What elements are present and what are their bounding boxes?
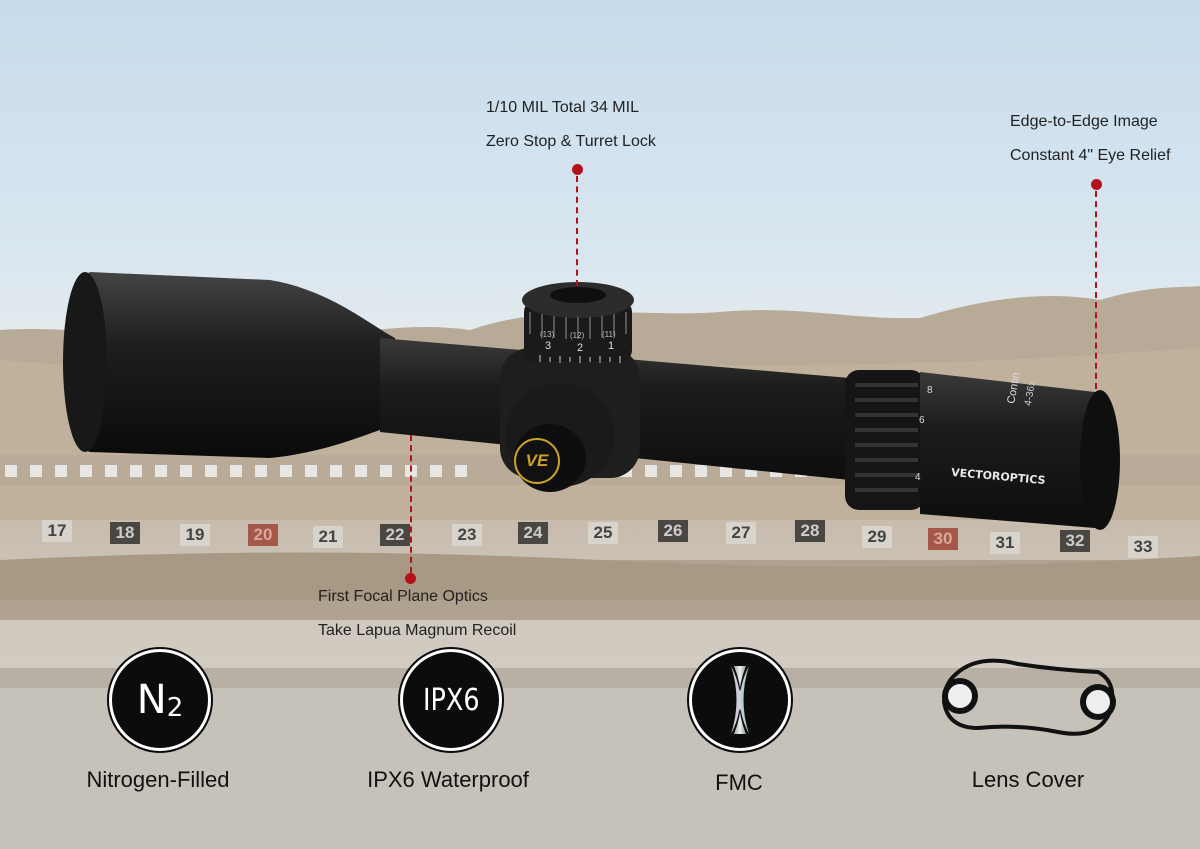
lane-number: 19: [180, 524, 210, 546]
callout-dot: [405, 573, 416, 584]
badge-subscript: 2: [166, 693, 184, 723]
turret-number: 3: [545, 340, 552, 352]
lane-number: 20: [248, 524, 278, 546]
turret-subnumber: (11): [602, 330, 616, 339]
callout-dot: [1091, 179, 1102, 190]
lane-number: 31: [990, 532, 1020, 554]
callout-line-marker: [410, 435, 412, 573]
callout-line-marker: [576, 176, 578, 286]
turret-subnumber: (13): [540, 330, 555, 339]
lens-coating-icon: [689, 649, 791, 751]
lane-number: 29: [862, 526, 892, 548]
lane-number: 21: [313, 526, 343, 548]
lane-number: 26: [658, 520, 688, 542]
lens-shape: [731, 666, 749, 734]
badge-text: IPX6: [422, 682, 480, 718]
lane-number: 17: [42, 520, 72, 542]
lane-number: 28: [795, 520, 825, 542]
brand-logo: VE: [514, 438, 560, 484]
callout-line: Take Lapua Magnum Recoil: [318, 622, 517, 639]
turret-number: 1: [608, 340, 615, 352]
eyepiece-callout: Edge-to-Edge Image Constant 4" Eye Relie…: [1010, 105, 1170, 173]
feature-label: Lens Cover: [971, 767, 1085, 792]
turret-number: 2: [577, 342, 584, 354]
feature-label: Nitrogen-Filled: [86, 767, 230, 792]
callout-line: Constant 4" Eye Relief: [1010, 147, 1171, 164]
callout-line: Edge-to-Edge Image: [1010, 113, 1158, 130]
turret-subnumber: (12): [570, 331, 585, 340]
callout-line: Zero Stop & Turret Lock: [486, 133, 656, 150]
lane-number: 24: [518, 522, 548, 544]
callout-dot: [572, 164, 583, 175]
lane-number: 22: [380, 524, 410, 546]
lens-cover-icon: [941, 658, 1116, 736]
lane-number: 30: [928, 528, 958, 550]
logo-text: VE: [525, 451, 549, 470]
lane-number: 33: [1128, 536, 1158, 558]
turret-callout: 1/10 MIL Total 34 MIL Zero Stop & Turret…: [486, 91, 656, 159]
waterproof-icon: IPX6: [400, 649, 502, 751]
lane-number: 32: [1060, 530, 1090, 552]
mag-mark: 6: [919, 415, 925, 426]
badge-text: N: [136, 677, 167, 723]
feature-label: IPX6 Waterproof: [367, 767, 529, 792]
lane-number: 27: [726, 522, 756, 544]
lane-number: 18: [110, 522, 140, 544]
optics-callout: First Focal Plane Optics Take Lapua Magn…: [318, 580, 516, 648]
mag-mark: 4: [915, 472, 921, 483]
feature-label: FMC: [715, 770, 763, 795]
lane-number: 23: [452, 524, 482, 546]
callout-line: First Focal Plane Optics: [318, 588, 488, 605]
callout-line: 1/10 MIL Total 34 MIL: [486, 99, 639, 116]
callout-line-marker: [1095, 191, 1097, 389]
lane-number: 25: [588, 522, 618, 544]
mag-mark: 8: [927, 385, 933, 396]
